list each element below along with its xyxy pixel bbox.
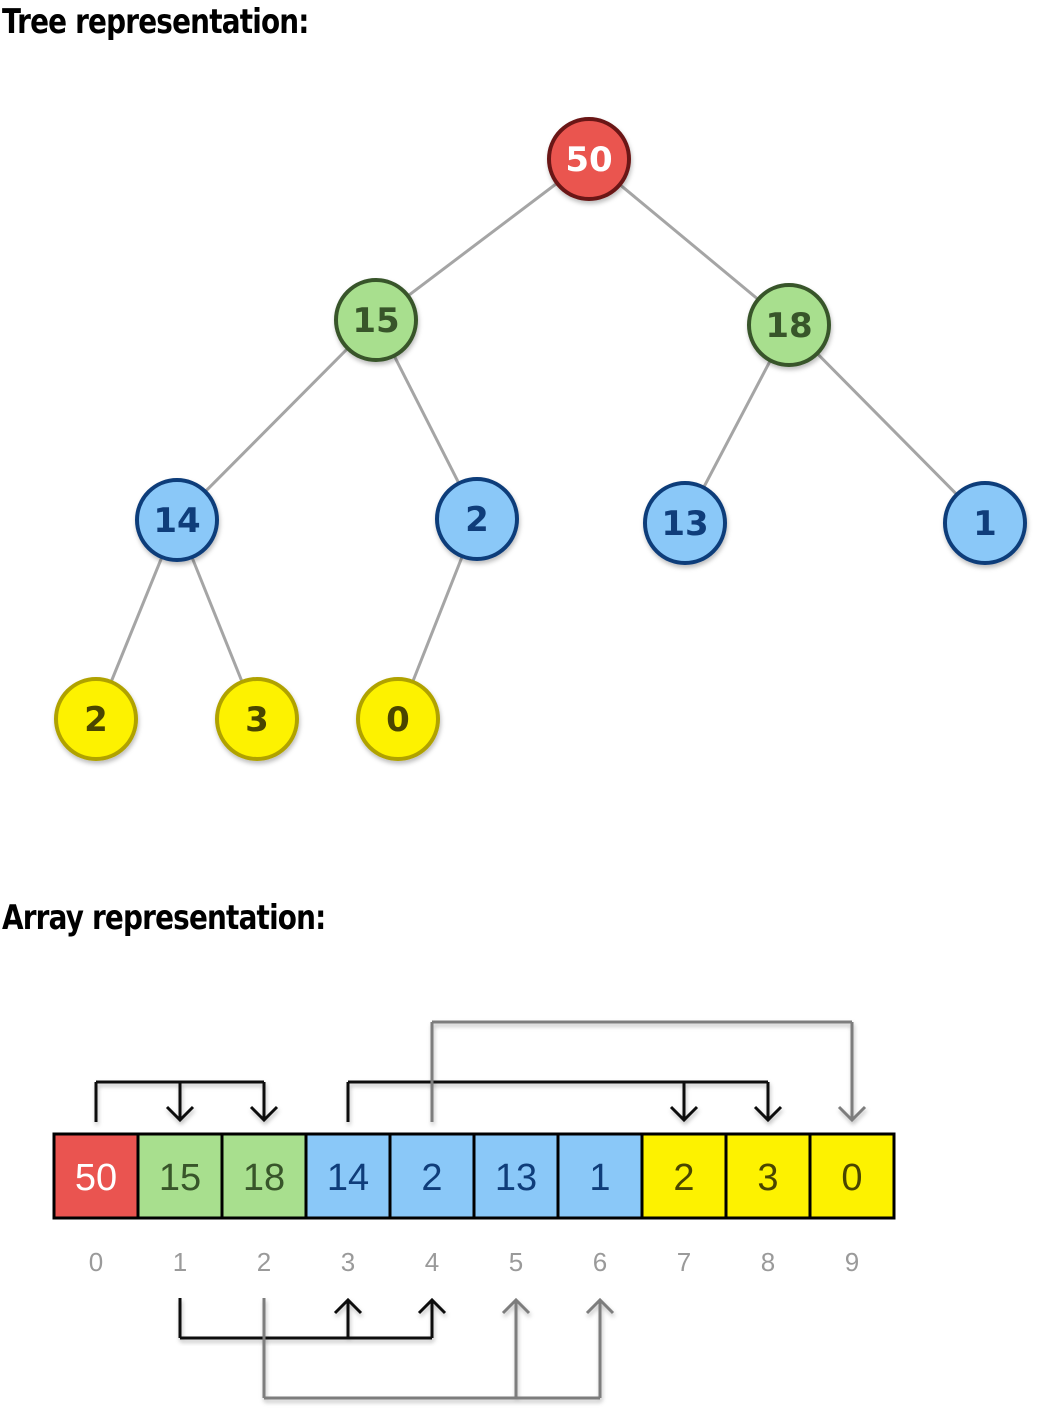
array-cell-box [136, 1132, 224, 1220]
tree-node-label: 3 [245, 700, 269, 740]
array-index-7: 7 [677, 1247, 691, 1277]
array-cell-value: 18 [243, 1157, 285, 1199]
array-cell-box [556, 1132, 644, 1220]
array-cell-value: 2 [421, 1157, 442, 1199]
array-cell-6: 1 [556, 1132, 644, 1220]
tree-node-label: 0 [386, 700, 410, 740]
array-cell-box [640, 1132, 728, 1220]
array-cell-value: 0 [841, 1157, 862, 1199]
array-cell-0: 50 [52, 1132, 140, 1220]
array-index-4: 4 [425, 1247, 439, 1277]
array-index-1: 1 [173, 1247, 187, 1277]
tree-node-circle [54, 677, 138, 761]
tree-node-3: 14 [135, 478, 219, 562]
tree-node-label: 2 [465, 500, 489, 540]
tree-node-5: 13 [643, 481, 727, 565]
array-links [94, 1020, 867, 1400]
array-cell-7: 2 [640, 1132, 728, 1220]
tree-nodes: 50 15 18 14 2 13 1 2 3 0 [54, 117, 1027, 761]
tree-node-7: 2 [54, 677, 138, 761]
tree-edges [94, 157, 987, 720]
array-index-2: 2 [257, 1247, 271, 1277]
array-cell-4: 2 [388, 1132, 476, 1220]
array-cell-value: 3 [757, 1157, 778, 1199]
array-index-9: 9 [845, 1247, 859, 1277]
array-index-3: 3 [341, 1247, 355, 1277]
array-index-6: 6 [593, 1247, 607, 1277]
array-cell-box [52, 1132, 140, 1220]
array-cell-box [808, 1132, 896, 1220]
array-section-heading: Array representation: [2, 898, 326, 938]
tree-node-circle [135, 478, 219, 562]
tree-node-label: 2 [84, 700, 108, 740]
tree-node-circle [547, 117, 631, 201]
tree-node-label: 18 [765, 306, 812, 346]
array-link-2 [262, 1297, 615, 1400]
tree-node-6: 1 [943, 481, 1027, 565]
array-cell-1: 15 [136, 1132, 224, 1220]
array-indices: 0 1 2 3 4 5 6 7 8 9 [89, 1247, 859, 1277]
array-index-8: 8 [761, 1247, 775, 1277]
array-cell-box [304, 1132, 392, 1220]
tree-section-heading: Tree representation: [2, 2, 309, 42]
tree-node-8: 3 [215, 677, 299, 761]
tree-node-circle [215, 677, 299, 761]
tree-edge-2-6 [787, 323, 987, 525]
array-cell-value: 2 [673, 1157, 694, 1199]
array-cell-box [472, 1132, 560, 1220]
tree-node-label: 14 [153, 501, 200, 541]
array-cells: 50 15 18 14 2 13 1 2 3 0 [52, 1132, 896, 1220]
array-link-0 [94, 1080, 279, 1123]
array-cell-value: 14 [327, 1157, 369, 1199]
tree-node-1: 15 [334, 278, 418, 362]
tree-node-label: 1 [973, 504, 997, 544]
tree-node-circle [643, 481, 727, 565]
tree-node-0: 50 [547, 117, 631, 201]
tree-node-9: 0 [356, 677, 440, 761]
array-cell-2: 18 [220, 1132, 308, 1220]
tree-node-circle [943, 481, 1027, 565]
array-link-3 [346, 1080, 783, 1123]
tree-edge-0-2 [588, 157, 790, 327]
tree-node-circle [356, 677, 440, 761]
array-cell-value: 50 [75, 1157, 117, 1199]
array-cell-value: 13 [495, 1157, 537, 1199]
tree-edge-1-3 [175, 318, 378, 522]
array-link-1 [178, 1297, 447, 1340]
array-index-5: 5 [509, 1247, 523, 1277]
array-cell-box [388, 1132, 476, 1220]
array-cell-value: 15 [159, 1157, 201, 1199]
array-index-0: 0 [89, 1247, 103, 1277]
tree-node-4: 2 [435, 477, 519, 561]
tree-node-label: 50 [565, 140, 612, 180]
array-cell-8: 3 [724, 1132, 812, 1220]
tree-edge-0-1 [375, 157, 590, 322]
array-cell-3: 14 [304, 1132, 392, 1220]
tree-node-2: 18 [747, 283, 831, 367]
array-link-4 [430, 1020, 867, 1123]
tree-node-label: 15 [352, 301, 399, 341]
tree-node-circle [334, 278, 418, 362]
tree-node-circle [435, 477, 519, 561]
array-cell-9: 0 [808, 1132, 896, 1220]
array-cell-box [724, 1132, 812, 1220]
tree-node-label: 13 [661, 504, 708, 544]
array-cell-5: 13 [472, 1132, 560, 1220]
tree-node-circle [747, 283, 831, 367]
array-cell-value: 1 [589, 1157, 610, 1199]
